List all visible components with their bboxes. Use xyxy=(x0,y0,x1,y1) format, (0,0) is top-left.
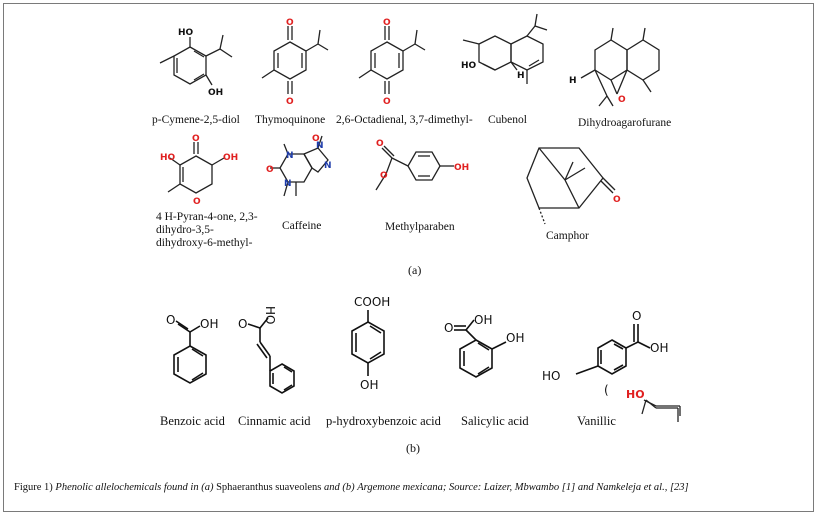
atom-ho-label: HO xyxy=(263,306,277,324)
panel-b-label: (b) xyxy=(406,441,420,455)
atom-h-label: H xyxy=(517,71,525,81)
atom-oh-label: OH xyxy=(208,88,223,98)
atom-h-label: H xyxy=(569,76,577,86)
structure-methylparaben: O O OH xyxy=(375,139,469,191)
figure-frame xyxy=(3,3,814,512)
structure-p-cymene-2-5-diol: HO OH xyxy=(159,28,233,98)
atom-oh-label: OH xyxy=(360,378,378,392)
compound-name-methylparaben: Methylparaben xyxy=(385,221,455,233)
atom-o-label: O xyxy=(166,313,175,327)
compound-name-pyran-line3: dihydroxy-6-methyl- xyxy=(156,237,253,249)
structure-benzoic-acid: O OH xyxy=(166,313,218,384)
structure-4h-pyran-4-one: HO O OH O xyxy=(160,134,238,207)
panel-a-label: (a) xyxy=(408,263,422,277)
compound-name-p-cymene-2-5-diol: p-Cymene-2,5-diol xyxy=(152,114,240,126)
caption-text-3: ; Source: Laizer, Mbwambo [1] and Namkel… xyxy=(442,482,689,493)
atom-o-label: O xyxy=(613,195,621,205)
atom-n-label: N xyxy=(284,179,292,189)
compound-name-cinnamic-acid: Cinnamic acid xyxy=(238,414,311,428)
caption-prefix: Figure 1) xyxy=(14,482,53,493)
atom-o-label: O xyxy=(193,197,201,207)
structure-dihydroagarofurane: H O xyxy=(569,27,660,107)
structure-2-6-octadienal: O O xyxy=(358,18,426,107)
atom-n-label: N xyxy=(324,161,332,171)
atom-oh-label: OH xyxy=(650,341,668,355)
structure-thymoquinone: O O xyxy=(261,18,329,107)
structure-cinnamic-acid: O HO xyxy=(238,306,295,394)
atom-ho-label: HO xyxy=(178,28,194,38)
compound-name-pyran-line2: dihydro-3,5- xyxy=(156,224,214,236)
structure-fragment xyxy=(641,399,679,422)
caption-species-1: Sphaeranthus suaveolens xyxy=(216,482,322,493)
caption-text-2: and (b) xyxy=(324,482,355,493)
structure-caffeine: N N N N O O xyxy=(266,134,332,197)
atom-o-label: O xyxy=(192,134,200,144)
compound-name-benzoic-acid: Benzoic acid xyxy=(160,414,225,428)
atom-o-label: O xyxy=(286,97,294,107)
structure-cubenol: HO H xyxy=(461,13,548,84)
atom-o-label: O xyxy=(266,165,274,175)
caption-text-1: Phenolic allelochemicals found in (a) xyxy=(55,482,214,493)
atom-o-label: O xyxy=(618,95,626,105)
atom-ho-label: HO xyxy=(542,369,560,383)
atom-oh-label: OH xyxy=(200,317,218,331)
structure-camphor: O xyxy=(526,147,621,225)
compound-name-dihydroagarofurane: Dihydroagarofurane xyxy=(578,117,672,129)
atom-o-label: O xyxy=(380,171,388,181)
atom-cooh-label: COOH xyxy=(354,295,390,309)
caption-species-2: Argemone mexicana xyxy=(357,482,443,493)
structure-p-hydroxybenzoic-acid: COOH OH xyxy=(351,295,390,392)
compound-name-2-6-octadienal: 2,6-Octadienal, 3,7-dimethyl- xyxy=(336,114,473,126)
atom-oh-label: OH xyxy=(506,331,524,345)
atom-o-label: O xyxy=(238,317,247,331)
atom-o-label: O xyxy=(286,18,294,28)
compound-name-thymoquinone: Thymoquinone xyxy=(255,114,326,126)
compound-name-pyran-line1: 4 H-Pyran-4-one, 2,3- xyxy=(156,211,258,223)
atom-n-label: N xyxy=(316,141,324,151)
partial-bracket-glyph: ( xyxy=(604,383,609,397)
compound-name-cubenol: Cubenol xyxy=(488,114,527,126)
overlay-patch xyxy=(618,408,666,430)
compound-name-camphor: Camphor xyxy=(546,230,589,242)
atom-o-label: O xyxy=(383,18,391,28)
compound-name-p-hydroxybenzoic-acid: p-hydroxybenzoic acid xyxy=(326,414,441,428)
atom-o-label: O xyxy=(312,134,320,144)
atom-o-label: O xyxy=(444,321,453,335)
compound-name-caffeine: Caffeine xyxy=(282,220,322,232)
figure-caption: Figure 1) Phenolic allelochemicals found… xyxy=(14,482,689,493)
structure-vanillic-acid: O OH HO ( HO xyxy=(542,309,681,416)
atom-oh-label: OH xyxy=(223,153,238,163)
atom-o-label: O xyxy=(376,139,384,149)
atom-oh-label: OH xyxy=(474,313,492,327)
atom-o-label: O xyxy=(632,309,641,323)
atom-ho-label: HO xyxy=(160,153,176,163)
atom-o-label: O xyxy=(383,97,391,107)
atom-ho-label: HO xyxy=(461,61,477,71)
atom-ho-label: HO xyxy=(626,388,645,401)
atom-oh-label: OH xyxy=(454,163,469,173)
structure-salicylic-acid: O OH OH xyxy=(444,313,524,378)
compound-name-salicylic-acid: Salicylic acid xyxy=(461,414,529,428)
atom-n-label: N xyxy=(286,151,294,161)
